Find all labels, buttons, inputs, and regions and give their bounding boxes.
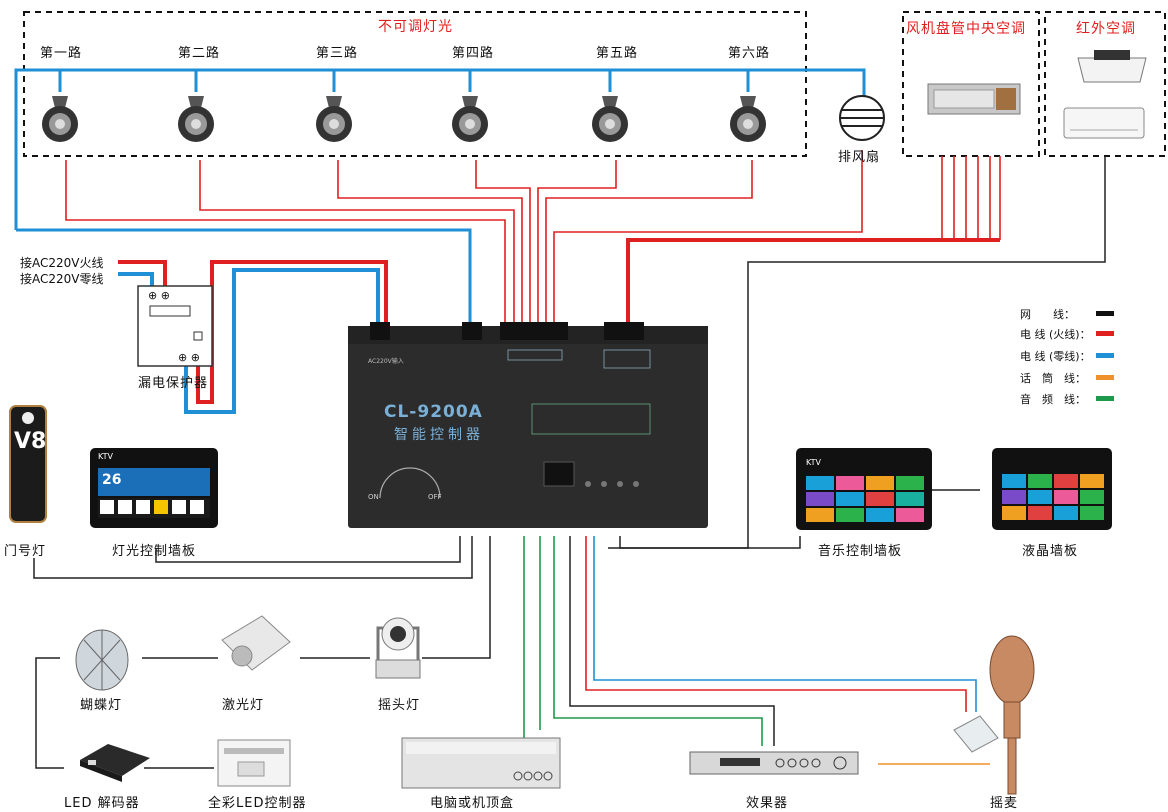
legend-network-label: 网 线： [1020, 308, 1075, 321]
pc-stb-icon [401, 737, 561, 789]
legend-audio-swatch [1096, 396, 1114, 401]
legend-neutral-swatch [1096, 353, 1114, 358]
breaker: ⊕ ⊕ ⊕ ⊕ [137, 285, 213, 367]
door-light-icon [9, 405, 47, 523]
lcd-panel-icon [992, 448, 1112, 530]
neutral-input-label: 接AC220V零线 [20, 272, 104, 286]
butterfly-label: 蝴蝶灯 [80, 698, 123, 713]
laser-label: 激光灯 [222, 698, 265, 713]
microphone-icon [989, 635, 1035, 795]
legend-mic-swatch [1096, 375, 1114, 380]
lighting-zone-box [23, 11, 807, 157]
light-panel-icon [90, 448, 218, 528]
light-panel-brand: KTV [98, 452, 113, 461]
legend-live-label: 电 线 (火线)： [1020, 328, 1091, 341]
spotlight-6 [730, 96, 766, 142]
led-decoder-icon [80, 744, 150, 782]
breaker-neutral-out [184, 268, 380, 414]
switch-off-label: OFF [428, 493, 442, 501]
moving-head-label: 摇头灯 [378, 698, 421, 713]
live-wire-channels [65, 150, 863, 322]
lighting-zone-title: 不可调灯光 [378, 19, 453, 35]
svg-text:⊕ ⊕: ⊕ ⊕ [148, 289, 170, 302]
effector-label: 效果器 [746, 796, 789, 811]
legend-network-swatch [1096, 311, 1114, 316]
neutral-input-wire [118, 272, 154, 290]
effector-icon [689, 751, 859, 775]
controller-model: CL-9200A [384, 402, 483, 422]
led-decoder-label: LED 解码器 [64, 796, 140, 811]
switch-on-label: ON [368, 493, 379, 501]
music-panel-label: 音乐控制墙板 [818, 544, 903, 559]
laser-light-icon [221, 615, 291, 671]
channel-3-label: 第三路 [316, 46, 359, 61]
pc-stb-label: 电脑或机顶盒 [430, 796, 515, 811]
led-controller-label: 全彩LED控制器 [208, 796, 307, 811]
audio-lines [523, 536, 763, 746]
wall-ac-icon [1063, 107, 1145, 139]
lcd-panel-label: 液晶墙板 [1022, 544, 1079, 559]
music-panel-icon [796, 448, 932, 530]
music-panel-brand: KTV [806, 458, 821, 467]
fancoil-zone-title: 风机盘管中央空调 [906, 21, 1026, 37]
exhaust-fan-icon [839, 95, 885, 141]
ir-ac-zone-title: 红外空调 [1076, 21, 1136, 37]
spotlight-3 [316, 96, 352, 142]
door-light-number: V888 [14, 429, 77, 454]
channel-1-label: 第一路 [40, 46, 83, 61]
moving-head-icon [375, 617, 421, 679]
light-panel-label: 灯光控制墙板 [112, 544, 197, 559]
door-light-label: 门号灯 [4, 544, 47, 559]
legend-live-swatch [1096, 331, 1114, 336]
fancoil-main-live [626, 238, 1000, 322]
led-controller-icon [217, 739, 291, 787]
mic-red-line [585, 536, 967, 712]
butterfly-light-icon [75, 629, 129, 691]
controller-name: 智能控制器 [394, 427, 484, 443]
ac-input-label: AC220V输入 [368, 358, 404, 365]
mic-blue-line [593, 536, 977, 712]
channel-6-label: 第六路 [728, 46, 771, 61]
svg-text:⊕ ⊕: ⊕ ⊕ [178, 351, 200, 364]
live-input-wire [118, 260, 167, 290]
ir-ac-network-line [619, 156, 1106, 549]
exhaust-fan-label: 排风扇 [838, 150, 881, 165]
cassette-ac-icon [1077, 50, 1147, 83]
neutral-wire-bus [14, 68, 866, 322]
channel-4-label: 第四路 [452, 46, 495, 61]
channel-5-label: 第五路 [596, 46, 639, 61]
fancoil-unit-icon [927, 83, 1021, 115]
spotlight-5 [592, 96, 628, 142]
fancoil-wires [941, 156, 1001, 240]
legend-neutral-label: 电 线 (零线)： [1020, 350, 1091, 363]
spotlight-1 [42, 96, 78, 142]
spotlight-4 [452, 96, 488, 142]
channel-2-label: 第二路 [178, 46, 221, 61]
network-lines [33, 489, 980, 769]
light-panel-display: 26 [102, 472, 122, 488]
legend-mic-label: 话 筒 线： [1020, 372, 1086, 385]
controller-unit [348, 322, 708, 528]
live-input-label: 接AC220V火线 [20, 256, 104, 270]
spotlight-2 [178, 96, 214, 142]
breaker-label: 漏电保护器 [138, 376, 209, 391]
fancoil-zone-box [902, 11, 1040, 157]
mic-label: 摇麦 [990, 796, 1019, 811]
mic-receiver-icon [953, 715, 999, 753]
legend-audio-label: 音 频 线： [1020, 393, 1086, 406]
